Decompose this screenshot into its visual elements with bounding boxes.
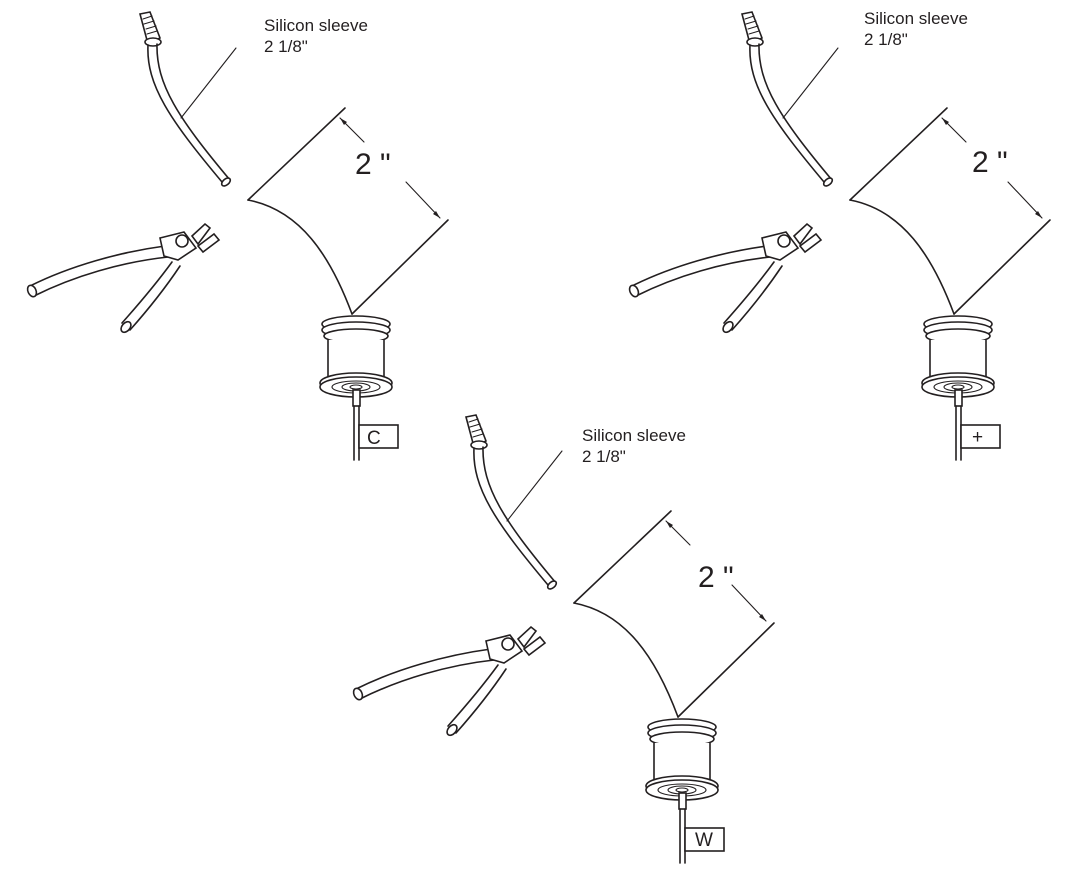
panel-plus: Silicon sleeve 2 1/8" 2 " + (627, 9, 1051, 461)
sleeve-label-line1: Silicon sleeve (264, 16, 368, 35)
sleeve-label-line2: 2 1/8" (264, 37, 308, 56)
sleeve-label-line2: 2 1/8" (582, 447, 626, 466)
sleeve-label-line1: Silicon sleeve (582, 426, 686, 445)
wire-tag: C (367, 428, 381, 449)
panel-c: Silicon sleeve 2 1/8" 2 " C (25, 11, 449, 461)
strip-dimension: 2 " (972, 146, 1008, 179)
sleeve-label-line1: Silicon sleeve (864, 9, 968, 28)
strip-dimension: 2 " (698, 561, 734, 594)
sleeve-label-line2: 2 1/8" (864, 30, 908, 49)
strip-dimension: 2 " (355, 148, 391, 181)
wire-tag: W (695, 830, 713, 851)
wire-tag: + (972, 427, 983, 448)
panel-w: Silicon sleeve 2 1/8" 2 " W (351, 414, 775, 864)
